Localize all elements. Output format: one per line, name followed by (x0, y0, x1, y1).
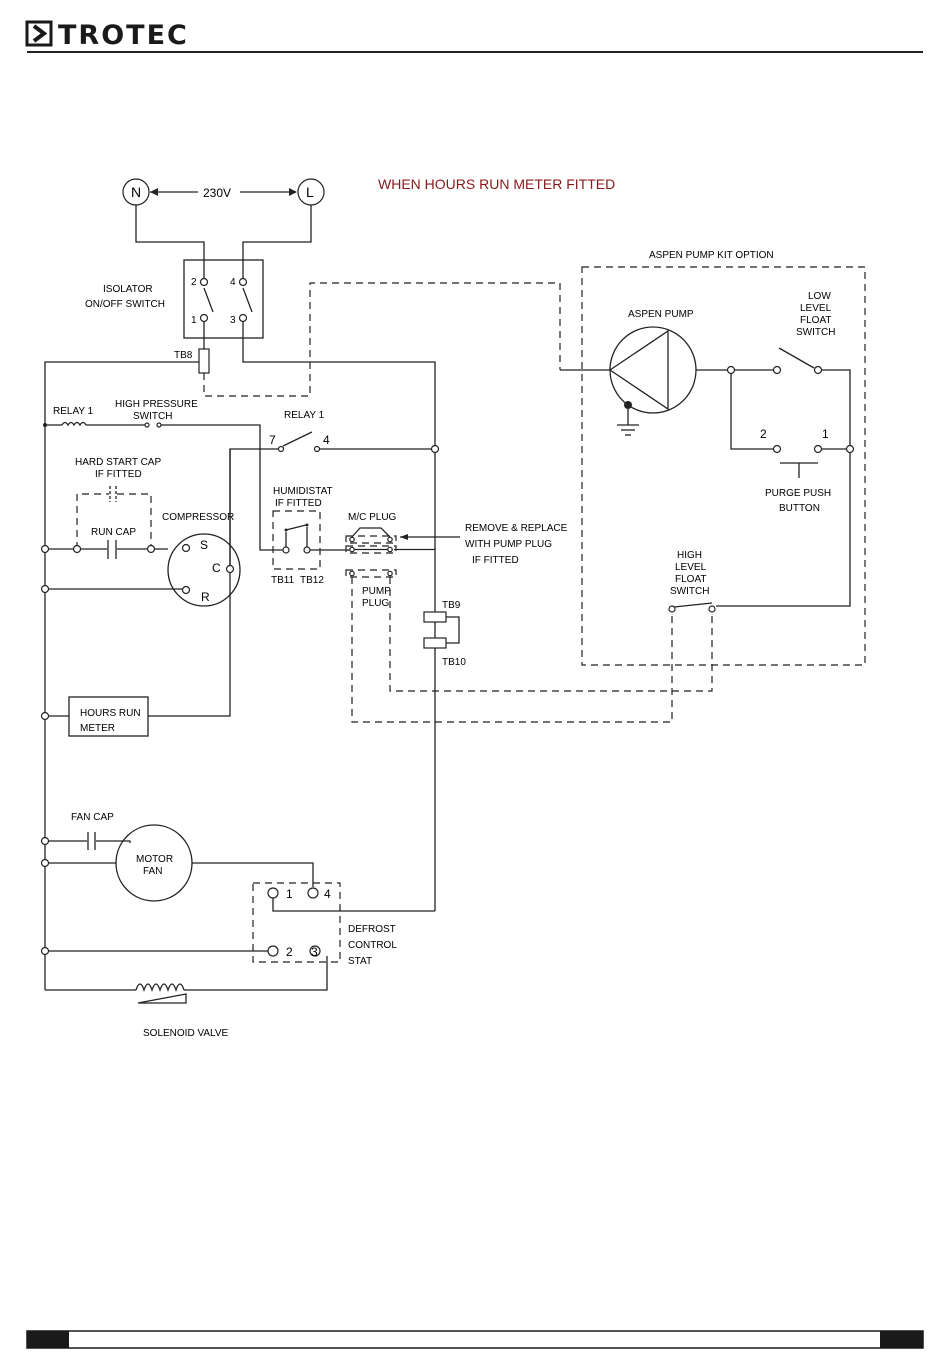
relay-coil-label: RELAY 1 (53, 406, 94, 417)
pump-kit-box (581, 266, 866, 666)
svg-text:L: L (306, 184, 314, 200)
relay-pin-4: 4 (323, 433, 330, 447)
pump-plug (345, 569, 397, 578)
tb10-label: TB10 (442, 657, 466, 668)
brand-logo: TROTEC (25, 20, 189, 51)
low-float-label-2: LEVEL (800, 303, 832, 314)
relay-contact-arm (282, 431, 313, 447)
footer-bar (26, 1330, 924, 1349)
mc-plug (345, 527, 397, 554)
svg-text:C: C (212, 561, 221, 575)
svg-text:4: 4 (230, 277, 236, 288)
supply-voltage: 230V (203, 186, 231, 200)
humidistat-label: HUMIDISTAT (273, 486, 333, 497)
solenoid-valve (135, 983, 185, 993)
compressor: S C R (167, 533, 241, 607)
tb8-label: TB8 (174, 350, 193, 361)
low-float-label-4: SWITCH (796, 327, 835, 338)
svg-text:MOTOR: MOTOR (136, 854, 173, 865)
fan-cap-label: FAN CAP (71, 812, 114, 823)
tb12-label: TB12 (300, 575, 324, 586)
high-pressure-switch (144, 422, 162, 428)
isolator-switch: 2 4 1 3 (183, 259, 264, 339)
diagram-title: WHEN HOURS RUN METER FITTED (378, 176, 615, 192)
svg-text:FAN: FAN (143, 866, 162, 877)
high-float-label-4: SWITCH (670, 586, 709, 597)
hard-start-cap-label-2: IF FITTED (95, 469, 142, 480)
isolator-label-2: ON/OFF SWITCH (85, 299, 165, 310)
hp-switch-label: HIGH PRESSURE (115, 399, 198, 410)
run-cap-label: RUN CAP (91, 527, 136, 538)
remove-note-2: WITH PUMP PLUG (465, 539, 552, 550)
solenoid-label: SOLENOID VALVE (143, 1028, 229, 1039)
remove-note-3: IF FITTED (472, 555, 519, 566)
hard-start-cap-label: HARD START CAP (75, 457, 161, 468)
compressor-label: COMPRESSOR (162, 512, 234, 523)
tb8-terminal (198, 348, 210, 374)
defrost-label: DEFROST (348, 924, 396, 935)
tb9-label: TB9 (442, 600, 461, 611)
pump-kit-label: ASPEN PUMP KIT OPTION (649, 250, 774, 261)
svg-text:N: N (131, 184, 141, 200)
tb11-label: TB11 (271, 575, 295, 586)
defrost-control-stat: 1 4 2 3 (252, 882, 341, 963)
svg-text:2: 2 (286, 945, 293, 959)
relay-coil (61, 421, 87, 427)
relay-pin-7: 7 (269, 433, 276, 447)
motor-fan: MOTOR FAN (115, 824, 193, 902)
mc-plug-label: M/C PLUG (348, 512, 397, 523)
tb9-terminal (423, 611, 447, 623)
aspen-pump (609, 326, 697, 436)
relay-contact-label: RELAY 1 (284, 410, 325, 421)
purge-pin-2: 2 (760, 427, 767, 441)
svg-text:1: 1 (286, 887, 293, 901)
svg-text:2: 2 (191, 277, 197, 288)
purge-label-2: BUTTON (779, 503, 820, 514)
tb10-terminal (423, 637, 447, 649)
svg-text:3: 3 (230, 315, 236, 326)
svg-text:3: 3 (311, 945, 318, 959)
svg-text:4: 4 (324, 887, 331, 901)
high-float-label-2: LEVEL (675, 562, 707, 573)
svg-text:METER: METER (80, 723, 115, 734)
isolator-label: ISOLATOR (103, 284, 153, 295)
svg-text:R: R (201, 590, 210, 604)
svg-text:S: S (200, 538, 208, 552)
purge-pin-1: 1 (822, 427, 829, 441)
supply-neutral: N (122, 178, 150, 206)
purge-label: PURGE PUSH (765, 488, 831, 499)
supply-live: L (297, 178, 325, 206)
aspen-pump-label: ASPEN PUMP (628, 309, 694, 320)
remove-note: REMOVE & REPLACE (465, 523, 568, 534)
high-float-label-3: FLOAT (675, 574, 706, 585)
hp-switch-label-2: SWITCH (133, 411, 172, 422)
pump-plug-label: PUMP (362, 586, 391, 597)
svg-text:1: 1 (191, 315, 197, 326)
purge-push-button (780, 462, 818, 478)
defrost-label-2: CONTROL (348, 940, 397, 951)
low-float-label-3: FLOAT (800, 315, 831, 326)
hours-run-meter: HOURS RUN METER (68, 696, 149, 737)
low-float-switch (778, 347, 815, 369)
pump-plug-label-2: PLUG (362, 598, 389, 609)
svg-text:HOURS RUN: HOURS RUN (80, 708, 141, 719)
high-float-label: HIGH (677, 550, 702, 561)
low-float-label: LOW (808, 291, 831, 302)
humidistat (272, 510, 321, 570)
high-float-switch (668, 602, 716, 613)
humidistat-label-2: IF FITTED (275, 498, 322, 509)
brand-name: TROTEC (58, 20, 189, 51)
defrost-label-3: STAT (348, 956, 372, 967)
